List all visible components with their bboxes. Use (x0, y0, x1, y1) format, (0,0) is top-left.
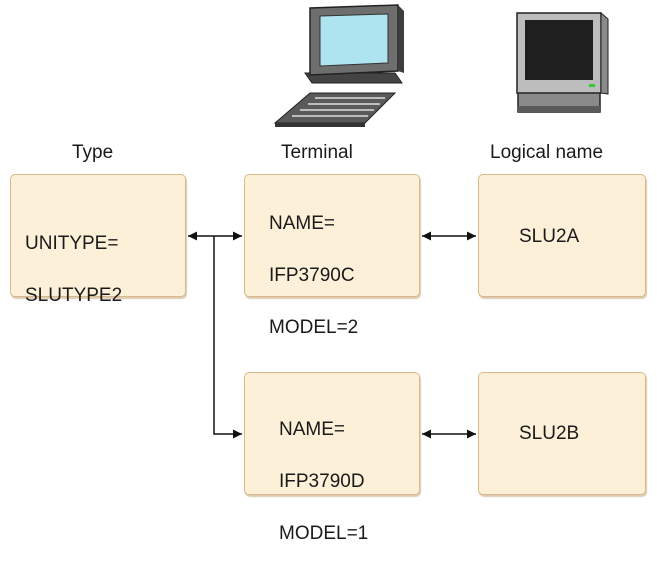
terminal-2-model: MODEL=1 (279, 523, 369, 544)
logical-box-2: SLU2B (478, 372, 646, 495)
type-line-1: UNITYPE= (25, 233, 119, 254)
terminal-header: Terminal (281, 142, 353, 163)
logical-name-2: SLU2B (519, 423, 580, 444)
terminal-box-1: NAME= IFP3790C MODEL=2 (244, 174, 420, 338)
logical-name-header: Logical name (490, 142, 604, 163)
desktop-computer-icon (273, 4, 404, 127)
logical-box-1: SLU2A (478, 174, 646, 297)
type-header: Type (72, 142, 114, 163)
monitor-icon (516, 11, 609, 113)
terminal-1-id: IFP3790C (269, 265, 355, 286)
terminal-2-id: IFP3790D (279, 471, 365, 492)
type-box: UNITYPE= SLUTYPE2 (10, 174, 186, 306)
terminal-1-model: MODEL=2 (269, 317, 359, 338)
arrow-type-terminal-2 (213, 236, 242, 439)
terminal-1-name: NAME= (269, 213, 335, 234)
type-line-2: SLUTYPE2 (25, 285, 123, 306)
connector-lines (188, 231, 476, 439)
terminal-2-name: NAME= (279, 419, 345, 440)
logical-name-1: SLU2A (519, 226, 580, 247)
terminal-box-2: NAME= IFP3790D MODEL=1 (244, 372, 420, 544)
